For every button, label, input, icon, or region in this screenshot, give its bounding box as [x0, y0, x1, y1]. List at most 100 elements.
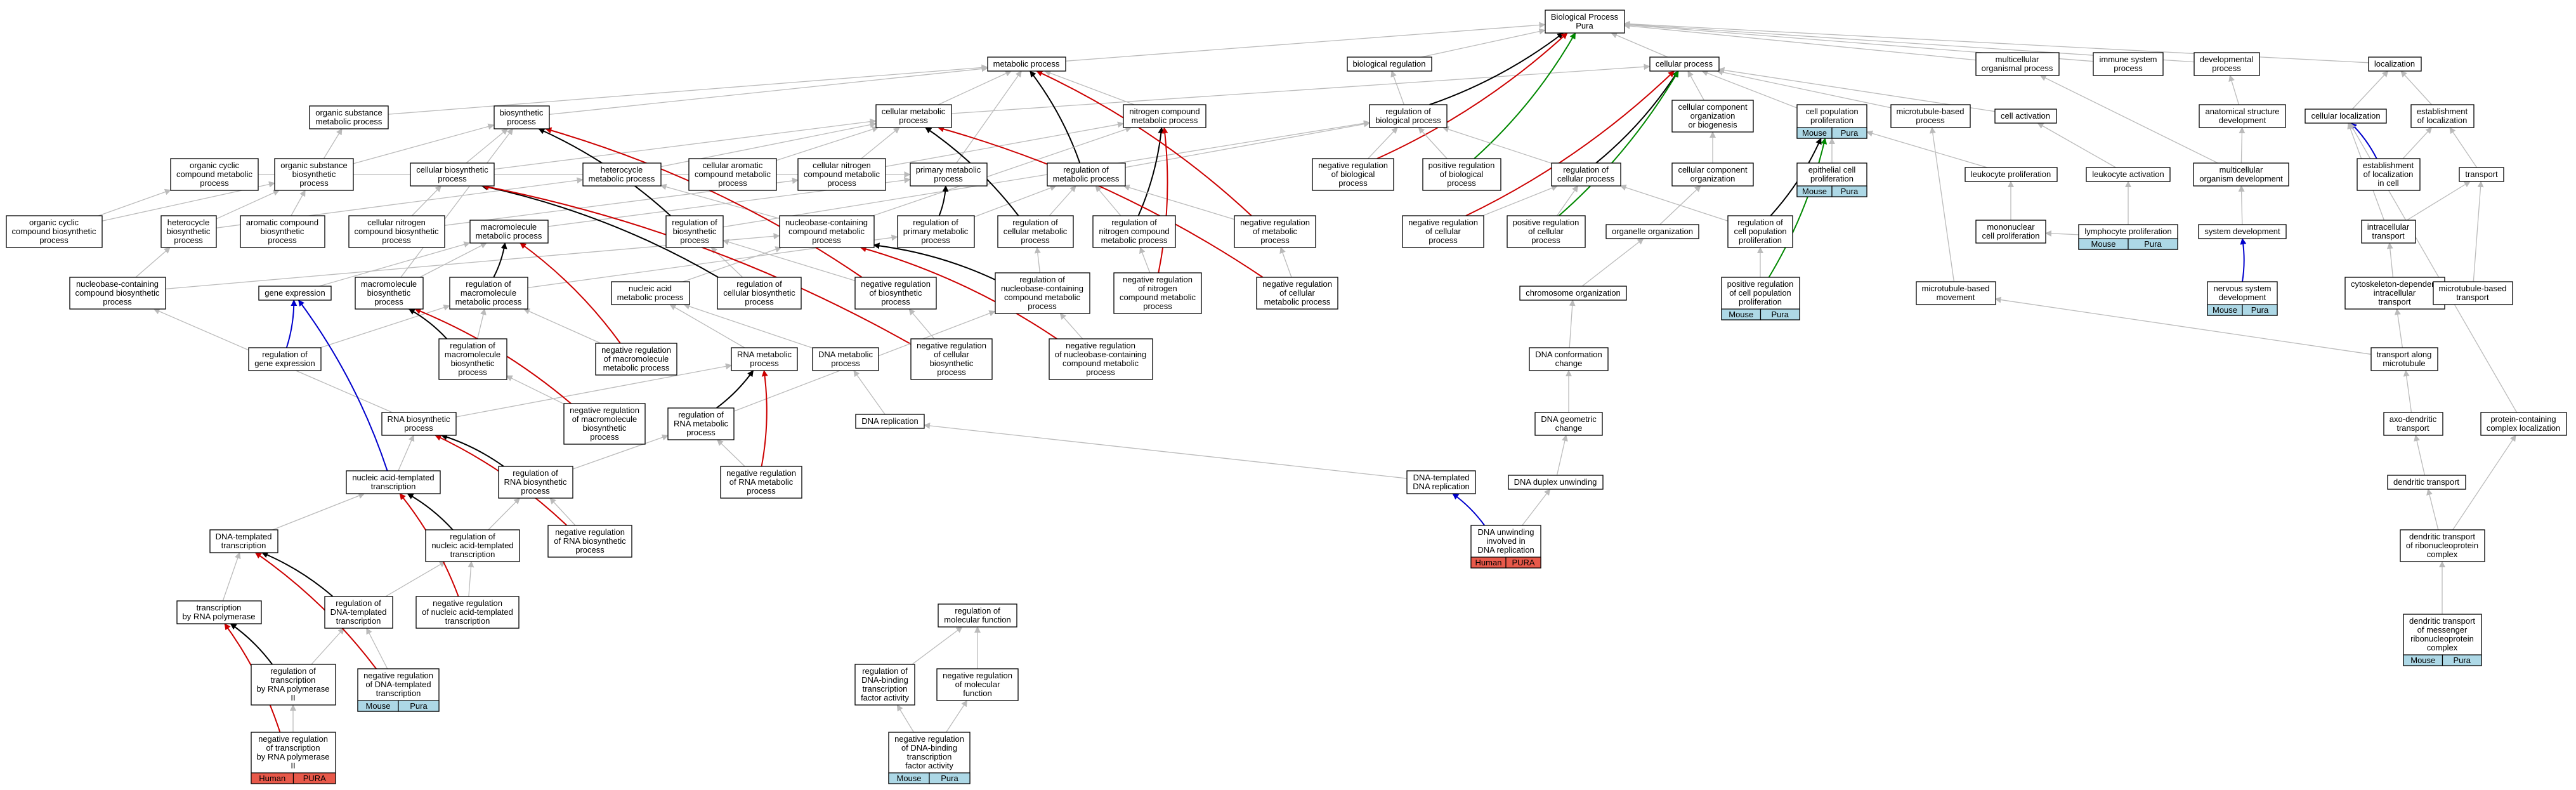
- go-term-rmbp[interactable]: regulation ofmacromoleculebiosyntheticpr…: [438, 338, 507, 380]
- go-term-dt[interactable]: dendritic transport: [2387, 475, 2466, 490]
- go-term-loc[interactable]: localization: [2368, 56, 2422, 72]
- go-term-dndu[interactable]: DNA duplex unwinding: [1508, 475, 1604, 490]
- go-term-oo[interactable]: organelle organization: [1605, 224, 1699, 239]
- go-term-tr[interactable]: transport: [2459, 167, 2504, 182]
- go-term-cdit[interactable]: cytoskeleton-dependentintracellulartrans…: [2344, 277, 2445, 310]
- go-term-rdbtf[interactable]: regulation ofDNA-bindingtranscriptionfac…: [854, 664, 915, 706]
- go-term-lp[interactable]: leukocyte proliferation: [1965, 167, 2058, 182]
- go-term-cact[interactable]: cell activation: [1994, 109, 2057, 124]
- go-term-mp[interactable]: metabolic process: [987, 56, 1066, 72]
- go-term-rnccmp[interactable]: regulation ofnucleobase-containingcompou…: [995, 272, 1090, 314]
- go-term-co[interactable]: chromosome organization: [1519, 286, 1627, 301]
- go-term-la[interactable]: leukocyte activation: [2086, 167, 2171, 182]
- go-term-dnarep[interactable]: DNA replication: [855, 414, 925, 429]
- go-term-cp[interactable]: cellular process: [1649, 56, 1720, 72]
- go-term-cloc[interactable]: cellular localization: [2305, 109, 2387, 124]
- go-term-sd[interactable]: system development: [2198, 224, 2287, 239]
